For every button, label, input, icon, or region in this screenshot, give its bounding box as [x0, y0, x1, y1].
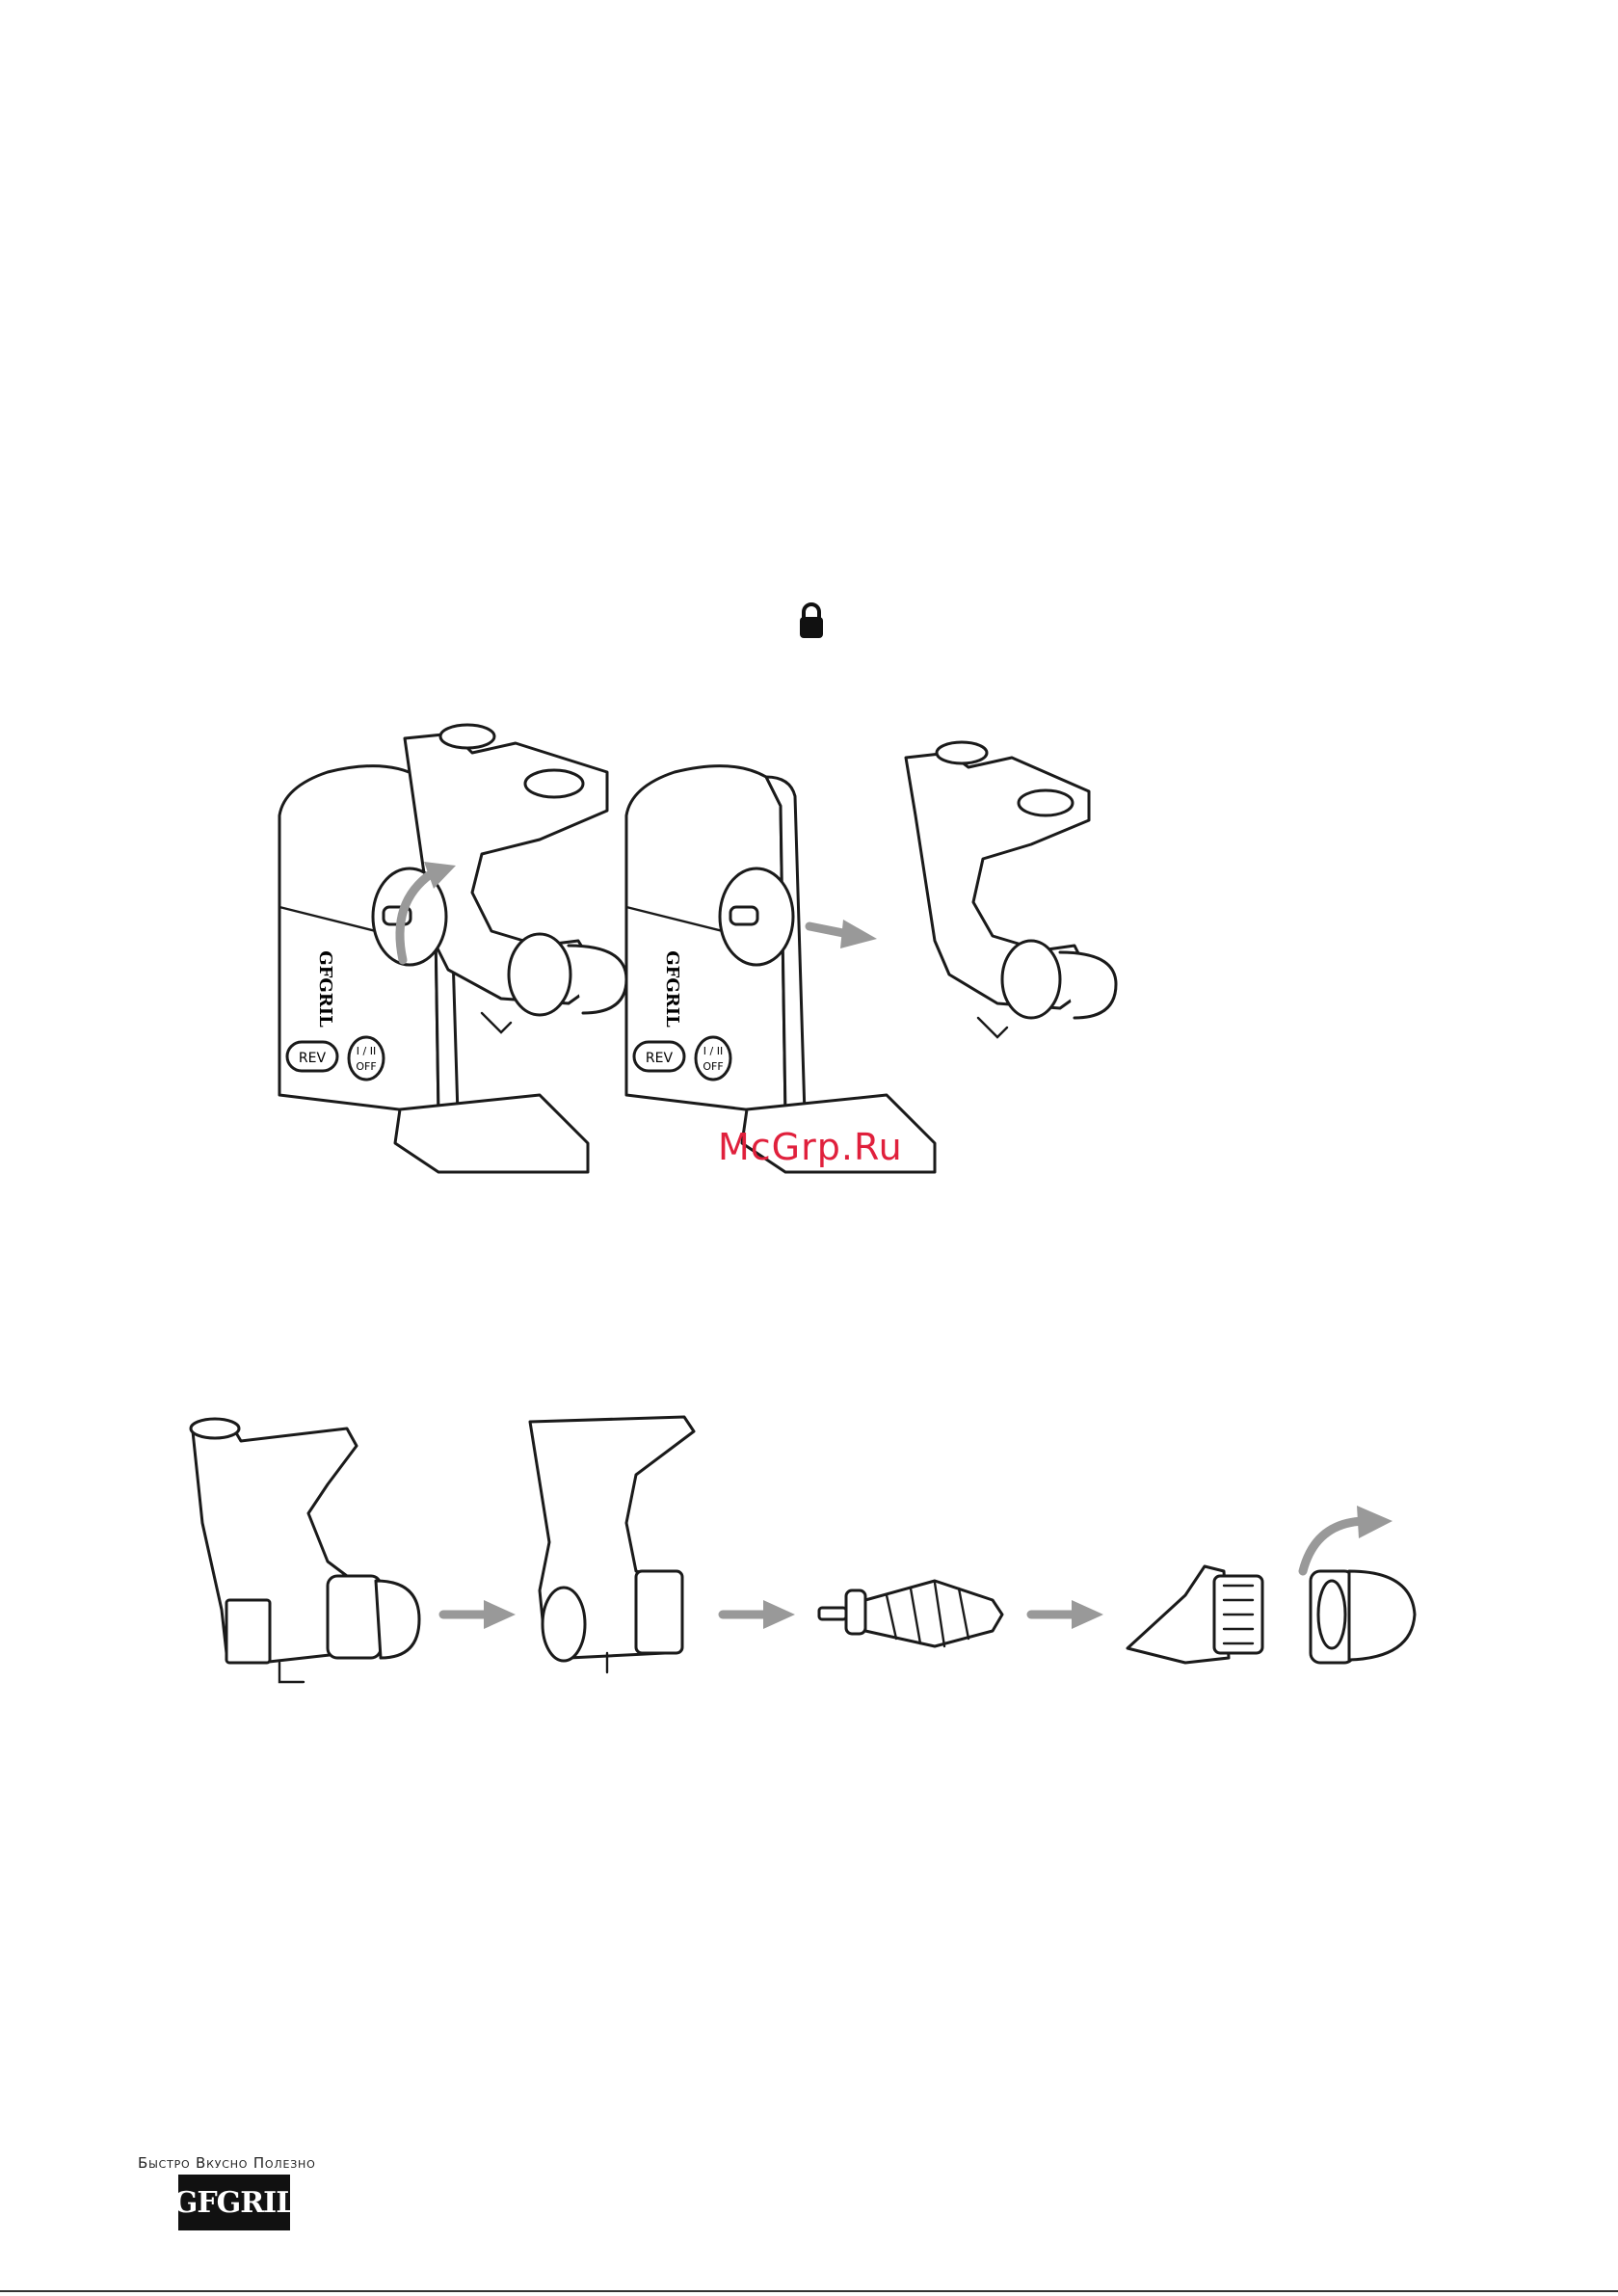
svg-text:GFGRIL: GFGRIL	[662, 950, 682, 1028]
step-assembled-head	[191, 1419, 419, 1682]
juicer-unit-attached: REV I / II OFF GFGRIL	[279, 725, 626, 1172]
disassembly-sequence-figure	[183, 1407, 1455, 1706]
brand-tagline: Быстро Вкусно Полезно	[138, 2154, 316, 2172]
step-auger	[819, 1581, 1002, 1646]
svg-text:I / II: I / II	[703, 1045, 723, 1057]
juicer-unit-detached: REV I / II OFF GFGRIL	[626, 742, 1116, 1172]
svg-text:OFF: OFF	[356, 1060, 376, 1073]
juicer-removal-figure: REV I / II OFF GFGRIL REV I / II OFF GFG…	[260, 700, 1339, 1182]
watermark: McGrp.Ru	[718, 1126, 903, 1168]
svg-text:OFF: OFF	[703, 1060, 723, 1073]
brand-logo: GFGRIL	[178, 2175, 290, 2230]
lock-icon	[797, 601, 826, 640]
step-drum	[530, 1417, 694, 1672]
unit-logo: GFGRIL	[315, 950, 335, 1028]
step-end-cap	[1303, 1506, 1415, 1663]
step-filter	[1127, 1566, 1262, 1663]
svg-text:I / II: I / II	[357, 1045, 376, 1057]
rev-button-label: REV	[299, 1051, 327, 1066]
page-bottom-rule	[0, 2290, 1618, 2292]
svg-text:REV: REV	[646, 1051, 674, 1066]
